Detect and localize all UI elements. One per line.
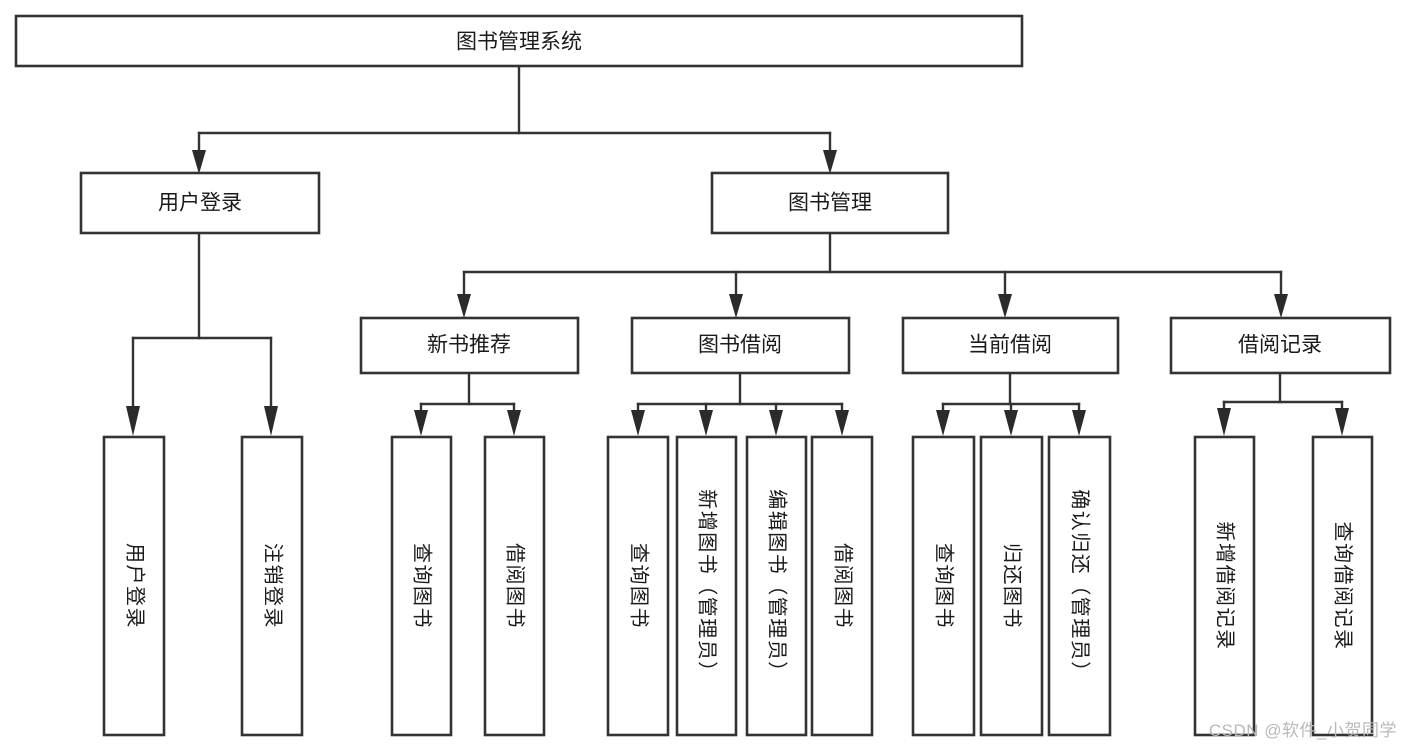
node-leaf6[interactable]: 新增图书（管理员） [675,435,738,737]
node-leaf5-box[interactable] [606,435,670,737]
node-leaf9[interactable]: 查询图书 [911,435,976,737]
node-bookmgmt[interactable]: 图书管理 [710,171,950,235]
arrowhead-leaf13 [1335,408,1349,436]
arrowhead-leaf9 [936,410,950,436]
arrowhead-leaf2 [264,406,278,436]
node-bookmgmt-box[interactable] [710,171,950,235]
node-leaf13-box[interactable] [1311,435,1374,737]
node-leaf11-box[interactable] [1047,435,1112,737]
node-newbook-box[interactable] [359,316,580,375]
arrowhead-records [1274,294,1288,318]
arrowhead-bookmgmt [823,150,837,174]
arrowhead-leaf8 [835,410,849,436]
node-leaf8-label: 借阅图书 [832,543,855,629]
node-bookmgmt-label: 图书管理 [788,192,872,215]
node-login-box[interactable] [79,171,321,235]
node-leaf10[interactable]: 归还图书 [979,435,1044,737]
node-leaf10-label: 归还图书 [1001,543,1024,629]
node-newbook[interactable]: 新书推荐 [359,316,580,375]
node-leaf4[interactable]: 借阅图书 [483,435,546,737]
node-login[interactable]: 用户登录 [79,171,321,235]
node-leaf5-label: 查询图书 [628,543,651,629]
node-leaf13-label: 查询借阅记录 [1332,522,1355,651]
arrowhead-login [192,150,206,174]
node-newbook-label: 新书推荐 [427,334,511,357]
node-leaf12-label: 新增借阅记录 [1214,522,1237,651]
node-leaf5[interactable]: 查询图书 [606,435,670,737]
arrowhead-leaf12 [1217,408,1231,436]
arrowhead-newbook [457,294,471,318]
node-leaf9-box[interactable] [911,435,976,737]
csdn-watermark: CSDN @软件_小贺同学 [1208,721,1397,740]
node-leaf8[interactable]: 借阅图书 [810,435,874,737]
node-leaf1[interactable]: 用户登录 [102,435,166,737]
node-leaf4-box[interactable] [483,435,546,737]
node-leaf9-label: 查询图书 [933,543,956,629]
node-leaf3-label: 查询图书 [411,543,434,629]
node-leaf1-box[interactable] [102,435,166,737]
node-leaf8-box[interactable] [810,435,874,737]
node-leaf11-label: 确认归还（管理员） [1069,489,1092,683]
node-leaf12[interactable]: 新增借阅记录 [1193,435,1256,737]
arrowhead-borrow [729,294,743,318]
node-root-label: 图书管理系统 [456,31,582,54]
arrowhead-leaf11 [1072,410,1086,436]
node-leaf7[interactable]: 编辑图书（管理员） [745,435,808,737]
arrowhead-leaf3 [414,410,428,436]
node-leaf2-box[interactable] [240,435,304,737]
node-leaf1-label: 用户登录 [124,543,147,629]
node-borrow[interactable]: 图书借阅 [630,316,851,375]
node-records-box[interactable] [1169,316,1392,375]
node-leaf2[interactable]: 注销登录 [240,435,304,737]
arrowhead-current [998,294,1012,318]
node-leaf13[interactable]: 查询借阅记录 [1311,435,1374,737]
node-leaf7-box[interactable] [745,435,808,737]
arrowhead-leaf10 [1004,410,1018,436]
arrowhead-leaf6 [699,410,713,436]
node-leaf2-label: 注销登录 [262,543,285,629]
arrowhead-leaf4 [507,410,521,436]
node-leaf6-box[interactable] [675,435,738,737]
node-leaf7-label: 编辑图书（管理员） [766,489,789,683]
node-current[interactable]: 当前借阅 [901,316,1120,375]
node-records-label: 借阅记录 [1238,334,1322,357]
node-root[interactable]: 图书管理系统 [14,14,1024,68]
node-leaf3-box[interactable] [390,435,453,737]
node-leaf11[interactable]: 确认归还（管理员） [1047,435,1112,737]
arrowhead-leaf5 [631,410,645,436]
node-leaf4-label: 借阅图书 [504,543,527,629]
node-leaf10-box[interactable] [979,435,1044,737]
node-borrow-box[interactable] [630,316,851,375]
node-leaf12-box[interactable] [1193,435,1256,737]
node-login-label: 用户登录 [158,192,242,215]
node-root-box[interactable] [14,14,1024,68]
connector-layer [126,64,1349,436]
arrowhead-leaf1 [126,406,140,436]
node-current-box[interactable] [901,316,1120,375]
node-borrow-label: 图书借阅 [698,334,782,357]
node-leaf6-label: 新增图书（管理员） [696,489,719,683]
node-leaf3[interactable]: 查询图书 [390,435,453,737]
arrowhead-leaf7 [769,410,783,436]
node-current-label: 当前借阅 [968,334,1052,357]
node-records[interactable]: 借阅记录 [1169,316,1392,375]
